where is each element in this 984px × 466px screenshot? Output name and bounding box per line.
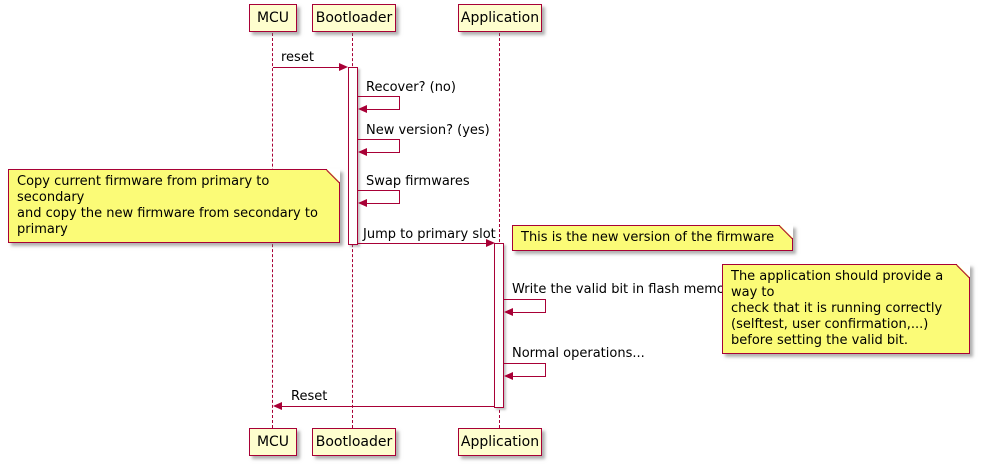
message-label-reset-back: Reset [291,389,328,404]
message-label-jump: Jump to primary slot [363,227,496,242]
message-line [358,243,486,244]
message-line [504,299,546,300]
note-new-version: This is the new version of the firmware [512,225,794,251]
message-line [513,312,546,313]
message-line [513,376,546,377]
message-line [367,109,400,110]
participant-application-bottom: Application [458,428,542,456]
activation-bootloader [348,67,358,245]
participant-mcu-top: MCU [249,4,297,32]
message-line [367,152,400,153]
activation-application [494,243,504,408]
message-line [399,190,400,204]
arrowhead-icon [358,105,367,113]
note-line: and copy the new firmware from secondary… [17,206,318,237]
participant-bootloader-top: Bootloader [312,4,396,32]
arrowhead-icon [486,239,495,247]
message-label-swap: Swap firmwares [366,174,470,189]
note-line: The application should provide a way to [731,269,944,300]
message-line [399,96,400,110]
note-line: Copy current firmware from primary to se… [17,174,270,205]
message-line [273,67,339,68]
participant-bootloader-bottom: Bootloader [312,428,396,456]
message-line [545,363,546,377]
note-line: check that it is running correctly [731,301,943,316]
participant-application-top: Application [458,4,542,32]
arrowhead-icon [504,308,513,316]
message-line [367,203,400,204]
message-line [358,190,400,191]
message-label-reset: reset [281,50,314,65]
arrowhead-icon [358,199,367,207]
message-line [504,363,546,364]
note-copy-firmware: Copy current firmware from primary to se… [8,169,340,243]
message-line [358,96,400,97]
message-line [399,139,400,153]
message-label-write-valid-bit: Write the valid bit in flash memory [512,282,738,297]
arrowhead-icon [504,372,513,380]
note-line: (selftest, user confirmation,...) [731,317,929,332]
arrowhead-icon [339,63,348,71]
note-selftest: The application should provide a way to … [722,264,970,354]
lifeline-application [499,33,500,428]
participant-mcu-bottom: MCU [249,428,297,456]
message-label-recover: Recover? (no) [366,80,456,95]
message-label-new-version: New version? (yes) [366,123,490,138]
message-line [282,406,494,407]
note-line: before setting the valid bit. [731,333,908,348]
arrowhead-icon [358,148,367,156]
message-line [545,299,546,313]
note-line: This is the new version of the firmware [521,230,775,245]
message-label-normal-operations: Normal operations... [512,346,645,361]
message-line [358,139,400,140]
arrowhead-icon [273,402,282,410]
